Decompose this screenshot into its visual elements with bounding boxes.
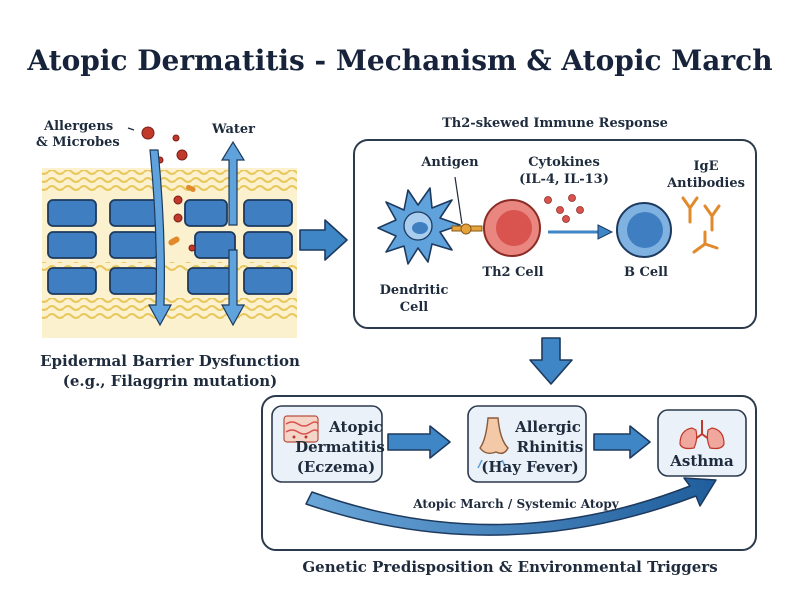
keratinocyte — [184, 199, 228, 227]
skin-barrier-illustration — [42, 126, 297, 338]
lipid-bottom-waves — [42, 298, 297, 320]
footer-caption: Genetic Predisposition & Environmental T… — [302, 558, 717, 576]
allergen-particle — [173, 195, 183, 205]
water-down-arrow — [220, 249, 246, 327]
keratinocyte — [194, 231, 236, 259]
th2-cell-label: Th2 Cell — [482, 265, 543, 280]
cytokine-particles — [544, 194, 584, 223]
allergens-label: & Microbes — [36, 135, 120, 150]
antigen-label: Antigen — [420, 155, 479, 170]
allergen-particle — [172, 134, 180, 142]
barrier-caption: Epidermal Barrier Dysfunction — [40, 352, 300, 370]
allergic-rhinitis-label: Rhinitis — [517, 438, 584, 456]
allergen-particle — [141, 126, 155, 140]
allergen-particles — [141, 126, 196, 252]
cytokines-label: Cytokines — [528, 155, 600, 170]
microbe-particle — [168, 236, 180, 246]
nose-icon — [477, 417, 509, 470]
antigen-icon — [451, 223, 483, 235]
keratinocyte — [243, 231, 293, 259]
th2-to-bcell-arrowhead — [597, 224, 614, 240]
keratinocyte-cells — [47, 199, 293, 295]
dendritic-cell-label: Cell — [400, 300, 429, 315]
immune-to-march-arrow — [529, 337, 573, 385]
allergic-rhinitis-label: (Hay Fever) — [481, 458, 579, 476]
skin-rash-icon — [283, 415, 319, 443]
atopic-march-label: Atopic March / Systemic Atopy — [412, 497, 620, 511]
dendritic-cell-icon — [377, 187, 461, 265]
allergen-pointer — [127, 127, 135, 131]
asthma-box — [657, 409, 747, 477]
water-loss-arrow — [220, 140, 246, 226]
keratinocyte — [47, 267, 97, 295]
atopic-dermatitis-label: Atopic — [328, 418, 383, 436]
keratinocyte — [109, 231, 159, 259]
asthma-label: Asthma — [669, 452, 734, 470]
atopic-march-curve-arrow — [305, 477, 717, 536]
atopic-dermatitis-label: Dermatitis — [295, 438, 385, 456]
immune-response-panel — [353, 139, 757, 329]
rhinitis-to-asthma-arrow — [593, 425, 651, 459]
cytokine-particle — [544, 196, 552, 204]
atopic-march-panel — [261, 395, 757, 551]
ige-label: IgE — [693, 159, 718, 174]
microbe-particle — [186, 184, 196, 193]
lipid-mid-waves — [42, 262, 297, 272]
allergen-penetration-arrow — [147, 149, 173, 327]
cytokine-particle — [568, 194, 576, 202]
atopic-dermatitis-label: (Eczema) — [297, 458, 375, 476]
lungs-icon — [679, 420, 725, 450]
lipid-top-waves — [42, 170, 297, 192]
page-title: Atopic Dermatitis - Mechanism & Atopic M… — [26, 44, 772, 77]
allergen-particle — [173, 213, 183, 223]
antigen-pointer — [454, 176, 463, 225]
keratinocyte — [47, 231, 97, 259]
barrier-to-immune-arrow — [299, 219, 348, 261]
ige-label: Antibodies — [666, 176, 745, 191]
allergens-label: Allergens — [43, 119, 113, 134]
keratinocyte — [47, 199, 97, 227]
dendritic-cell-label: Dendritic — [380, 283, 449, 298]
water-label: Water — [211, 122, 255, 137]
b-cell-label: B Cell — [624, 265, 668, 280]
keratinocyte — [243, 267, 293, 295]
cytokines-label: (IL-4, IL-13) — [519, 172, 609, 187]
cytokine-particle — [576, 206, 584, 214]
ad-to-rhinitis-arrow — [387, 425, 451, 459]
allergic-rhinitis-label: Allergic — [514, 418, 581, 436]
immune-heading: Th2-skewed Immune Response — [442, 116, 668, 131]
keratinocyte — [187, 267, 233, 295]
antibody-icon — [681, 196, 721, 254]
allergen-particle — [188, 244, 196, 252]
allergen-particle — [176, 149, 188, 161]
b-cell-icon — [616, 202, 672, 258]
keratinocyte — [109, 267, 159, 295]
cytokine-particle — [556, 206, 564, 214]
keratinocyte — [243, 199, 293, 227]
cytokine-particle — [562, 215, 570, 223]
keratinocyte — [109, 199, 159, 227]
th2-cell-icon — [483, 199, 541, 257]
barrier-caption: (e.g., Filaggrin mutation) — [63, 372, 278, 390]
